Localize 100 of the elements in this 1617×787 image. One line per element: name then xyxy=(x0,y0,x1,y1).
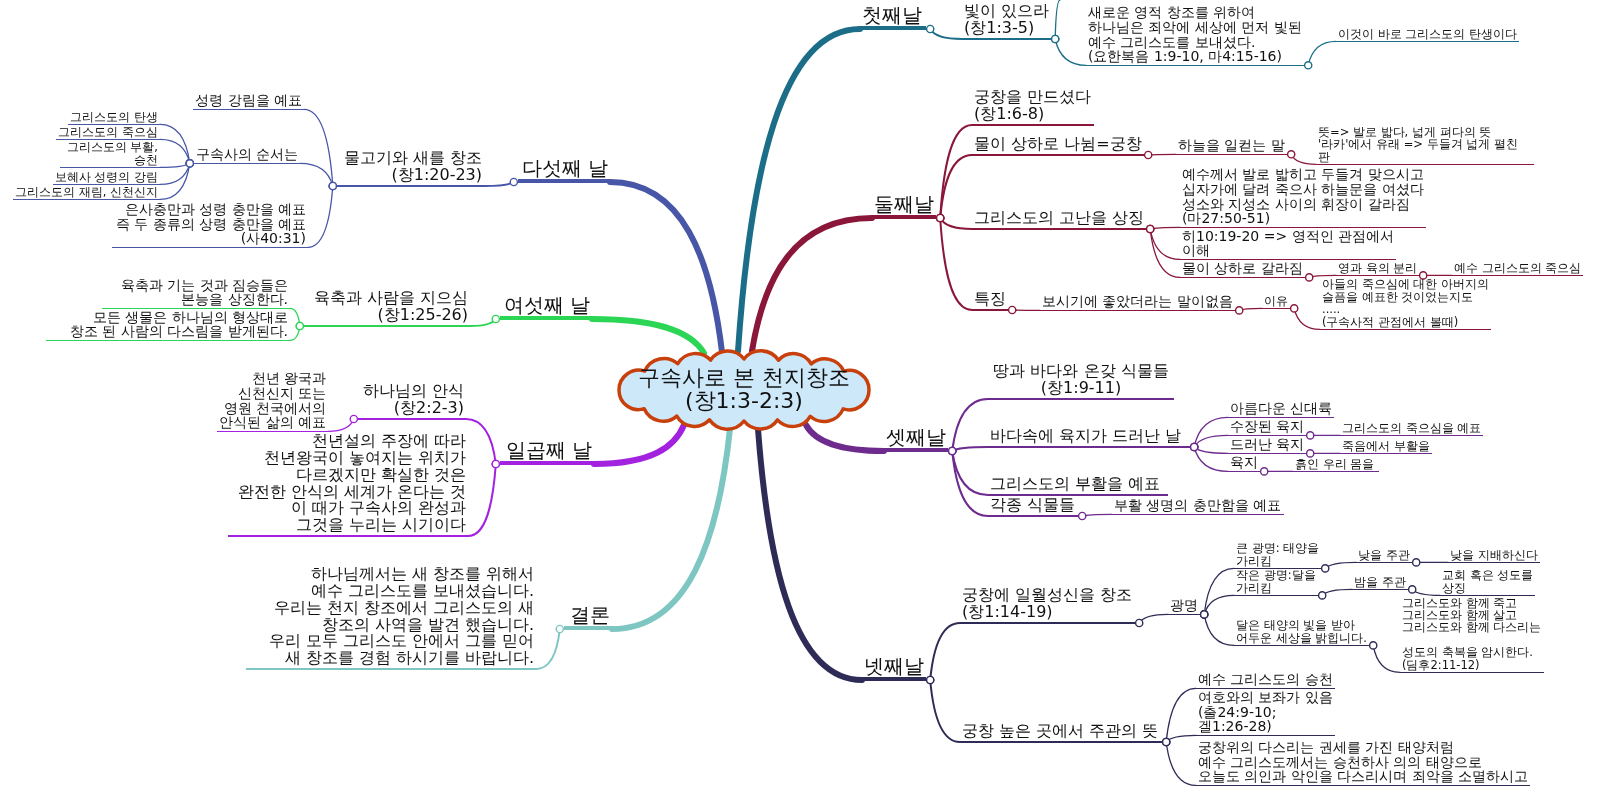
topic-label: 바다속에 육지가 드러난 날 xyxy=(988,428,1190,448)
topic-label: 새로운 영적 창조를 위하여 하나님은 죄악에 세상에 먼저 빛된 예수 그리스도를 보내셨다. (요한복음 1:9-10, 마4:15-16) xyxy=(1086,5,1304,66)
topic-label: 육축과 사람을 지으심 (창1:25-26) xyxy=(304,290,470,327)
topic-label: 그리스도의 부활을 예표 xyxy=(988,476,1168,496)
topic-label: 낮을 주관 xyxy=(1356,548,1412,563)
topic-label: 이것이 바로 그리스도의 탄생이다 xyxy=(1336,27,1519,42)
topic-label: 땅과 바다와 온갖 식물들 (창1:9-11) xyxy=(988,363,1174,400)
topic-label: 물이 상하로 갈라짐 xyxy=(1180,261,1305,278)
topic-label: 궁창에 일월성신을 창조 (창1:14-19) xyxy=(960,587,1135,624)
branch-line xyxy=(1145,224,1181,279)
branch-line xyxy=(1305,449,1341,458)
topic-label: 그리스도의 죽으심 xyxy=(56,125,160,140)
topic-label: 하늘을 일컫는 말 xyxy=(1176,138,1287,155)
topic-label: 빛이 있으라 (창1:3-5) xyxy=(962,3,1052,40)
topic-label: 보혜사 성령의 강림 xyxy=(52,170,160,185)
topic-label: 부활 생명의 충만함을 예표 xyxy=(1112,498,1284,515)
branch-line xyxy=(467,459,501,537)
topic-label: 은사충만과 성령 충만을 예표 즉 두 종류의 상령 충만을 예표 (사40:31) xyxy=(112,201,308,248)
branch-line xyxy=(925,675,961,743)
topic-label: 영과 육의 분리 xyxy=(1336,261,1420,276)
main-topic-label: 넷째날 xyxy=(862,656,926,681)
branch-line xyxy=(1077,511,1113,521)
branch-line xyxy=(1189,442,1229,473)
topic-label: 여호와의 보좌가 있음 (출24:9-10; 겔1:26-28) xyxy=(1196,689,1335,736)
topic-label: 궁창위의 다스리는 권세를 가진 태양처럼 예수 그리스도께서는 승천하사 의의 태양으로 오늘도 의인과 악인을 다스리시며 죄악을 소멸하시고 xyxy=(1196,739,1531,786)
branch-line xyxy=(469,314,501,327)
branch-line xyxy=(1303,40,1337,70)
branch-line xyxy=(1007,305,1041,315)
branch-line xyxy=(1411,558,1449,567)
topic-label: 달은 태양의 빛을 받아 어두운 세상을 밝힙니다. xyxy=(1234,619,1369,646)
branch-line xyxy=(1234,306,1263,315)
topic-label: 그리스도의 부활, 승천 xyxy=(60,141,160,168)
topic-label: 아름다운 신대륙 xyxy=(1228,401,1335,418)
topic-label: 모든 생물은 하나님의 형상대로 창조 된 사람의 다스림을 받게된다. xyxy=(46,309,290,341)
main-branch-line xyxy=(749,215,875,354)
branch-line xyxy=(1305,431,1341,440)
branch-line xyxy=(1304,273,1337,282)
topic-label: 낮을 지배하신다 xyxy=(1448,548,1540,563)
main-topic-label: 결론 xyxy=(564,605,612,630)
branch-line xyxy=(1134,613,1169,628)
topic-label: 특징 xyxy=(972,291,1008,311)
branch-line xyxy=(1320,561,1357,573)
main-branch-line xyxy=(803,422,887,454)
topic-label: 하나님께서는 새 창조를 위해서 예수 그리스도를 보내셨습니다. 우리는 천지 창조에서 그리스도의 새 창조의 사역을 발견 했습니다. 우리 모두 그리스도 안에서 그를 믿어 새 창조를 경험 하시기를 바랍니다. xyxy=(246,566,536,670)
topic-label: 그리스도의 탄생 xyxy=(68,110,160,125)
topic-label: 죽음에서 부활을 xyxy=(1340,439,1432,454)
topic-label: 예수 그리스도의 승천 xyxy=(1196,672,1335,689)
main-branch-line xyxy=(589,316,707,356)
topic-label: 아들의 죽으심에 대한 아버지의 슬픔을 예표한 것이었는지도 ..... (구속사적 관점에서 볼때) xyxy=(1320,278,1491,330)
branch-line xyxy=(1317,588,1353,600)
topic-label: 예수 그리스도의 죽으심 xyxy=(1452,261,1584,276)
main-branch-line xyxy=(591,422,687,467)
branch-line xyxy=(1286,150,1317,166)
branch-line xyxy=(947,446,989,517)
topic-label: 성령 강림을 예표 xyxy=(193,93,304,110)
main-topic-label: 여섯째 날 xyxy=(500,295,592,320)
main-topic-label: 둘째날 xyxy=(872,194,936,219)
branch-line xyxy=(1143,150,1177,160)
topic-label: 큰 광명: 태양을 가리킴 xyxy=(1234,542,1322,569)
topic-label: 보시기에 좋았더라는 말이없음 xyxy=(1040,294,1235,311)
topic-label: 궁창을 만드셨다 (창1:6-8) xyxy=(972,89,1094,126)
branch-line xyxy=(1289,304,1321,331)
branch-line xyxy=(935,213,973,311)
topic-label: 히10:19-20 => 영적인 관점에서 이해 xyxy=(1180,228,1397,260)
topic-label: 천년설의 주장에 따라 천년왕국이 놓여지는 위치가 다르겠지만 확실한 것은 완전한 안식의 세계가 온다는 것 이 때가 구속사의 완성과 그것을 누리는 시기이다 xyxy=(228,433,468,537)
branch-line xyxy=(1259,467,1294,476)
branch-line xyxy=(1407,585,1441,597)
branch-line xyxy=(1161,737,1197,787)
main-topic-label: 셋째날 xyxy=(884,427,948,452)
topic-label: 그리스도의 고난을 상징 xyxy=(972,210,1147,230)
branch-line xyxy=(1418,271,1453,280)
topic-label: 육축과 기는 것과 짐승들은 본능을 상징한다. xyxy=(102,277,290,309)
branch-line xyxy=(483,177,519,187)
topic-label: 수장된 육지 xyxy=(1228,419,1307,436)
topic-label: 물이 상하로 나뉨=궁창 xyxy=(972,136,1144,156)
central-topic-text: 구속사로 본 천지창조 (창1:3-2:3) xyxy=(638,366,850,413)
topic-label: 밤을 주관 xyxy=(1352,575,1408,590)
topic-label: 천년 왕국과 신천신지 또는 영원 천국에서의 안식된 삶의 예표 xyxy=(217,371,328,432)
branch-line xyxy=(289,321,305,342)
topic-label: 그리스도의 죽으심을 예표 xyxy=(1340,421,1484,436)
topic-label: 교회 혹은 성도를 상징 xyxy=(1440,569,1536,596)
topic-label: 궁창 높은 곳에서 주관의 뜻 xyxy=(960,723,1162,743)
topic-label: 이유 xyxy=(1262,294,1290,309)
topic-label: 그리스도와 함께 죽고 그리스도와 함께 살고 그리스도와 함께 다스리는 성도의 축복을 암시한다. (딤후2:11-12) xyxy=(1400,596,1544,673)
main-topic-label: 일곱째 날 xyxy=(500,440,594,465)
topic-label: 그리스도의 재림, 신천신지 xyxy=(13,185,160,200)
topic-label: 뜻=> 발로 밟다, 넓게 펴다의 뜻 '라카'에서 유래 => 두들겨 넓게 펼친 판 xyxy=(1316,125,1534,165)
branch-line xyxy=(327,414,359,433)
topic-label: 물고기와 새를 창조 (창1:20-23) xyxy=(337,150,484,187)
topic-label: 흙인 우리 몸을 xyxy=(1293,457,1379,472)
topic-label: 드러난 육지 xyxy=(1228,437,1307,454)
topic-label: 하나님의 안식 (창2:2-3) xyxy=(358,383,466,420)
topic-label: 구속사의 순서는 xyxy=(193,147,300,164)
branch-line xyxy=(535,624,565,670)
branch-line xyxy=(307,181,338,248)
topic-label: 예수께서 발로 밟히고 두들겨 맞으시고 십자가에 달려 죽으사 하늘문을 여셨다 성소와 지성소 사이의 휘장이 갈라짐 (마27:50-51) xyxy=(1180,167,1426,228)
topic-label: 광명 xyxy=(1168,598,1200,615)
main-branch-line xyxy=(735,26,863,354)
branch-line xyxy=(159,159,195,201)
branch-line xyxy=(1050,34,1087,66)
